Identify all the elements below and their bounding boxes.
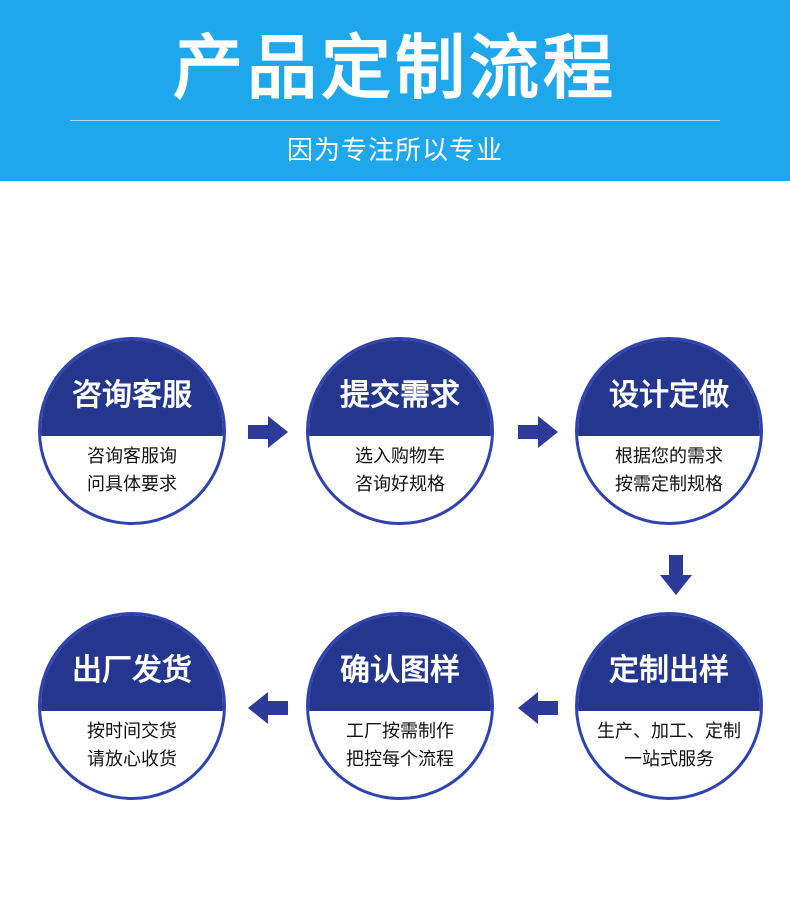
step-title: 确认图样 <box>340 653 460 688</box>
step-desc-line: 咨询客服询 <box>87 446 177 467</box>
step-desc-line: 一站式服务 <box>624 749 714 770</box>
step-description: 生产、加工、定制 一站式服务 <box>578 718 760 774</box>
step-header <box>309 615 491 711</box>
step-consult: 咨询客服 咨询客服询 问具体要求 <box>38 337 226 525</box>
step-desc-line: 根据您的需求 <box>615 446 723 467</box>
step-description: 咨询客服询 问具体要求 <box>41 443 223 499</box>
step-title: 咨询客服 <box>72 378 192 413</box>
step-submit: 提交需求 选入购物车 咨询好规格 <box>306 337 494 525</box>
step-desc-line: 生产、加工、定制 <box>597 721 741 742</box>
step-desc-line: 把控每个流程 <box>346 749 454 770</box>
step-title: 出厂发货 <box>72 653 192 688</box>
arrow-right-icon <box>248 416 288 448</box>
step-header <box>578 340 760 436</box>
step-title: 设计定做 <box>609 378 729 413</box>
header-divider <box>70 120 720 121</box>
header-banner: 产品定制流程 因为专注所以专业 <box>0 0 790 181</box>
step-sample: 定制出样 生产、加工、定制 一站式服务 <box>575 612 763 800</box>
step-ship: 出厂发货 按时间交货 请放心收货 <box>38 612 226 800</box>
step-desc-line: 按需定制规格 <box>615 474 723 495</box>
step-header <box>309 340 491 436</box>
arrow-down-icon <box>660 555 692 595</box>
step-desc-line: 工厂按需制作 <box>346 721 454 742</box>
page-subtitle: 因为专注所以专业 <box>286 136 503 166</box>
step-desc-line: 按时间交货 <box>87 721 177 742</box>
step-header <box>41 340 223 436</box>
arrow-right-icon <box>518 416 558 448</box>
step-desc-line: 咨询好规格 <box>355 474 445 495</box>
step-desc-line: 选入购物车 <box>355 446 445 467</box>
page-title: 产品定制流程 <box>173 27 617 109</box>
step-design: 设计定做 根据您的需求 按需定制规格 <box>575 337 763 525</box>
arrow-left-icon <box>518 692 558 724</box>
step-title: 提交需求 <box>340 378 460 413</box>
step-header <box>41 615 223 711</box>
step-confirm: 确认图样 工厂按需制作 把控每个流程 <box>306 612 494 800</box>
step-header <box>578 615 760 711</box>
step-desc-line: 问具体要求 <box>87 474 177 495</box>
step-description: 根据您的需求 按需定制规格 <box>578 443 760 499</box>
step-description: 工厂按需制作 把控每个流程 <box>309 718 491 774</box>
step-title: 定制出样 <box>609 653 729 688</box>
arrow-left-icon <box>248 692 288 724</box>
step-description: 按时间交货 请放心收货 <box>41 718 223 774</box>
step-description: 选入购物车 咨询好规格 <box>309 443 491 499</box>
step-desc-line: 请放心收货 <box>87 749 177 770</box>
